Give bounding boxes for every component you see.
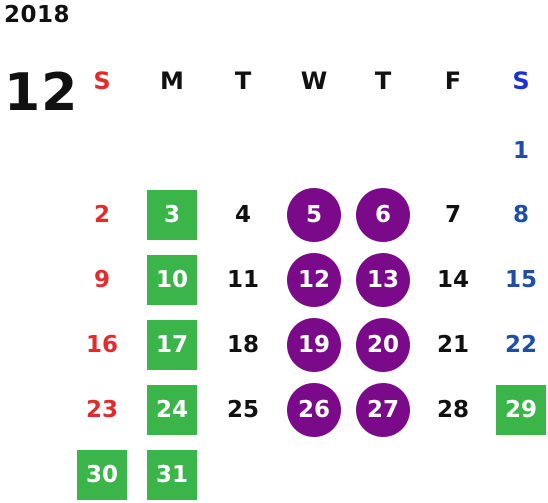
- calendar-day[interactable]: 8: [512, 202, 529, 228]
- calendar-day[interactable]: 11: [226, 267, 259, 293]
- calendar-day[interactable]: 2: [93, 202, 110, 228]
- calendar-day[interactable]: 18: [226, 332, 259, 358]
- weekday-header: T: [374, 67, 392, 95]
- calendar-day[interactable]: 17: [147, 320, 197, 370]
- calendar-day[interactable]: 13: [356, 253, 410, 307]
- calendar-day[interactable]: 25: [226, 397, 259, 423]
- calendar-day[interactable]: 31: [147, 450, 197, 500]
- calendar-day[interactable]: 28: [436, 397, 469, 423]
- weekday-header: S: [93, 67, 111, 95]
- calendar-day[interactable]: 6: [356, 188, 410, 242]
- calendar-day[interactable]: 19: [287, 318, 341, 372]
- calendar-day[interactable]: 23: [85, 397, 118, 423]
- calendar-day[interactable]: 15: [504, 267, 537, 293]
- weekday-header: S: [512, 67, 530, 95]
- weekday-header: W: [300, 67, 328, 95]
- calendar-day[interactable]: 14: [436, 267, 469, 293]
- calendar-day[interactable]: 26: [287, 383, 341, 437]
- calendar-day[interactable]: 16: [85, 332, 118, 358]
- calendar-day[interactable]: 7: [444, 202, 461, 228]
- calendar-day[interactable]: 10: [147, 255, 197, 305]
- calendar-day[interactable]: 29: [496, 385, 546, 435]
- calendar-day[interactable]: 12: [287, 253, 341, 307]
- weekday-header: T: [234, 67, 252, 95]
- calendar-day[interactable]: 1: [512, 138, 529, 164]
- calendar-year: 2018: [4, 2, 71, 28]
- calendar-day[interactable]: 22: [504, 332, 537, 358]
- calendar-day[interactable]: 4: [234, 202, 251, 228]
- calendar-day[interactable]: 30: [77, 450, 127, 500]
- calendar-day[interactable]: 24: [147, 385, 197, 435]
- calendar-month: 12: [4, 63, 79, 123]
- calendar-day[interactable]: 3: [147, 190, 197, 240]
- calendar-day[interactable]: 5: [287, 188, 341, 242]
- calendar-day[interactable]: 21: [436, 332, 469, 358]
- weekday-header: F: [444, 67, 462, 95]
- calendar-day[interactable]: 20: [356, 318, 410, 372]
- weekday-header: M: [160, 67, 184, 95]
- calendar-day[interactable]: 27: [356, 383, 410, 437]
- calendar-day[interactable]: 9: [93, 267, 110, 293]
